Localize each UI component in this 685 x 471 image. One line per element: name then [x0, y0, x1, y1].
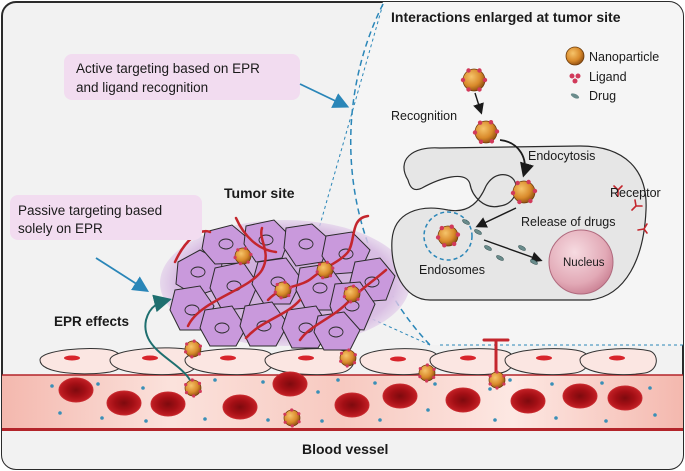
- release-of-drugs-label: Release of drugs: [521, 215, 616, 229]
- ligand-icon: [569, 73, 581, 84]
- active-arrow: [299, 83, 350, 108]
- nanoparticle-icon: [565, 46, 585, 66]
- active-targeting-line1: Active targeting based on EPR: [76, 61, 260, 76]
- active-targeting-line2: and ligand recognition: [76, 80, 208, 95]
- nanoparticle: [184, 378, 202, 398]
- callout-passive-box: [10, 195, 202, 240]
- nanoparticle: [273, 280, 293, 300]
- passive-targeting-line1: Passive targeting based: [18, 203, 162, 218]
- nanoparticle: [184, 339, 202, 359]
- epr-effects-label: EPR effects: [54, 314, 129, 329]
- endosome: [423, 211, 473, 261]
- nanoparticle: [435, 224, 461, 248]
- nanoparticle: [342, 284, 362, 304]
- drug-path-arrow: [483, 239, 543, 263]
- endothelial-cells: [39, 347, 657, 376]
- recognition-label: Recognition: [391, 109, 457, 123]
- passive-arrow: [95, 257, 150, 292]
- legend-ligand-label: Ligand: [589, 70, 627, 84]
- nucleus-label: Nucleus: [563, 257, 605, 269]
- callout-active-box: [64, 54, 300, 100]
- nanoparticle: [283, 408, 301, 428]
- nanoparticle: [315, 260, 335, 280]
- nanoparticle: [233, 246, 253, 266]
- passive-targeting-line2: solely on EPR: [18, 221, 103, 236]
- tumor-site-label: Tumor site: [224, 185, 295, 201]
- receptor-label: Receptor: [610, 186, 661, 200]
- nanoparticle: [510, 179, 538, 205]
- drug-icon: [570, 93, 580, 99]
- nucleus: [548, 229, 614, 295]
- nanoparticle: [488, 370, 506, 390]
- release-arrow: [475, 207, 517, 228]
- nanoparticle: [339, 348, 357, 368]
- red-blood-cells: [58, 371, 643, 420]
- nanoparticle: [418, 363, 436, 383]
- drug-dots: [50, 378, 657, 423]
- endothelial-nuclei: [64, 355, 625, 362]
- inset-title: Interactions enlarged at tumor site: [391, 9, 621, 25]
- endocytosis-arrow: [499, 139, 534, 178]
- drug-capsules: [462, 219, 538, 265]
- recognition-arrow: [473, 92, 484, 115]
- blocked-symbol: [482, 338, 510, 374]
- legend-nanoparticle-label: Nanoparticle: [589, 50, 659, 64]
- legend-drug-label: Drug: [589, 89, 616, 103]
- nanoparticles: [184, 68, 538, 428]
- nanoparticle: [472, 120, 500, 144]
- epr-arrow: [144, 294, 191, 381]
- receptors: [613, 185, 648, 234]
- endocytosis-label: Endocytosis: [528, 149, 595, 163]
- blood-vessel-label: Blood vessel: [302, 441, 388, 457]
- nanoparticle: [460, 68, 488, 92]
- endosomes-label: Endosomes: [419, 263, 485, 277]
